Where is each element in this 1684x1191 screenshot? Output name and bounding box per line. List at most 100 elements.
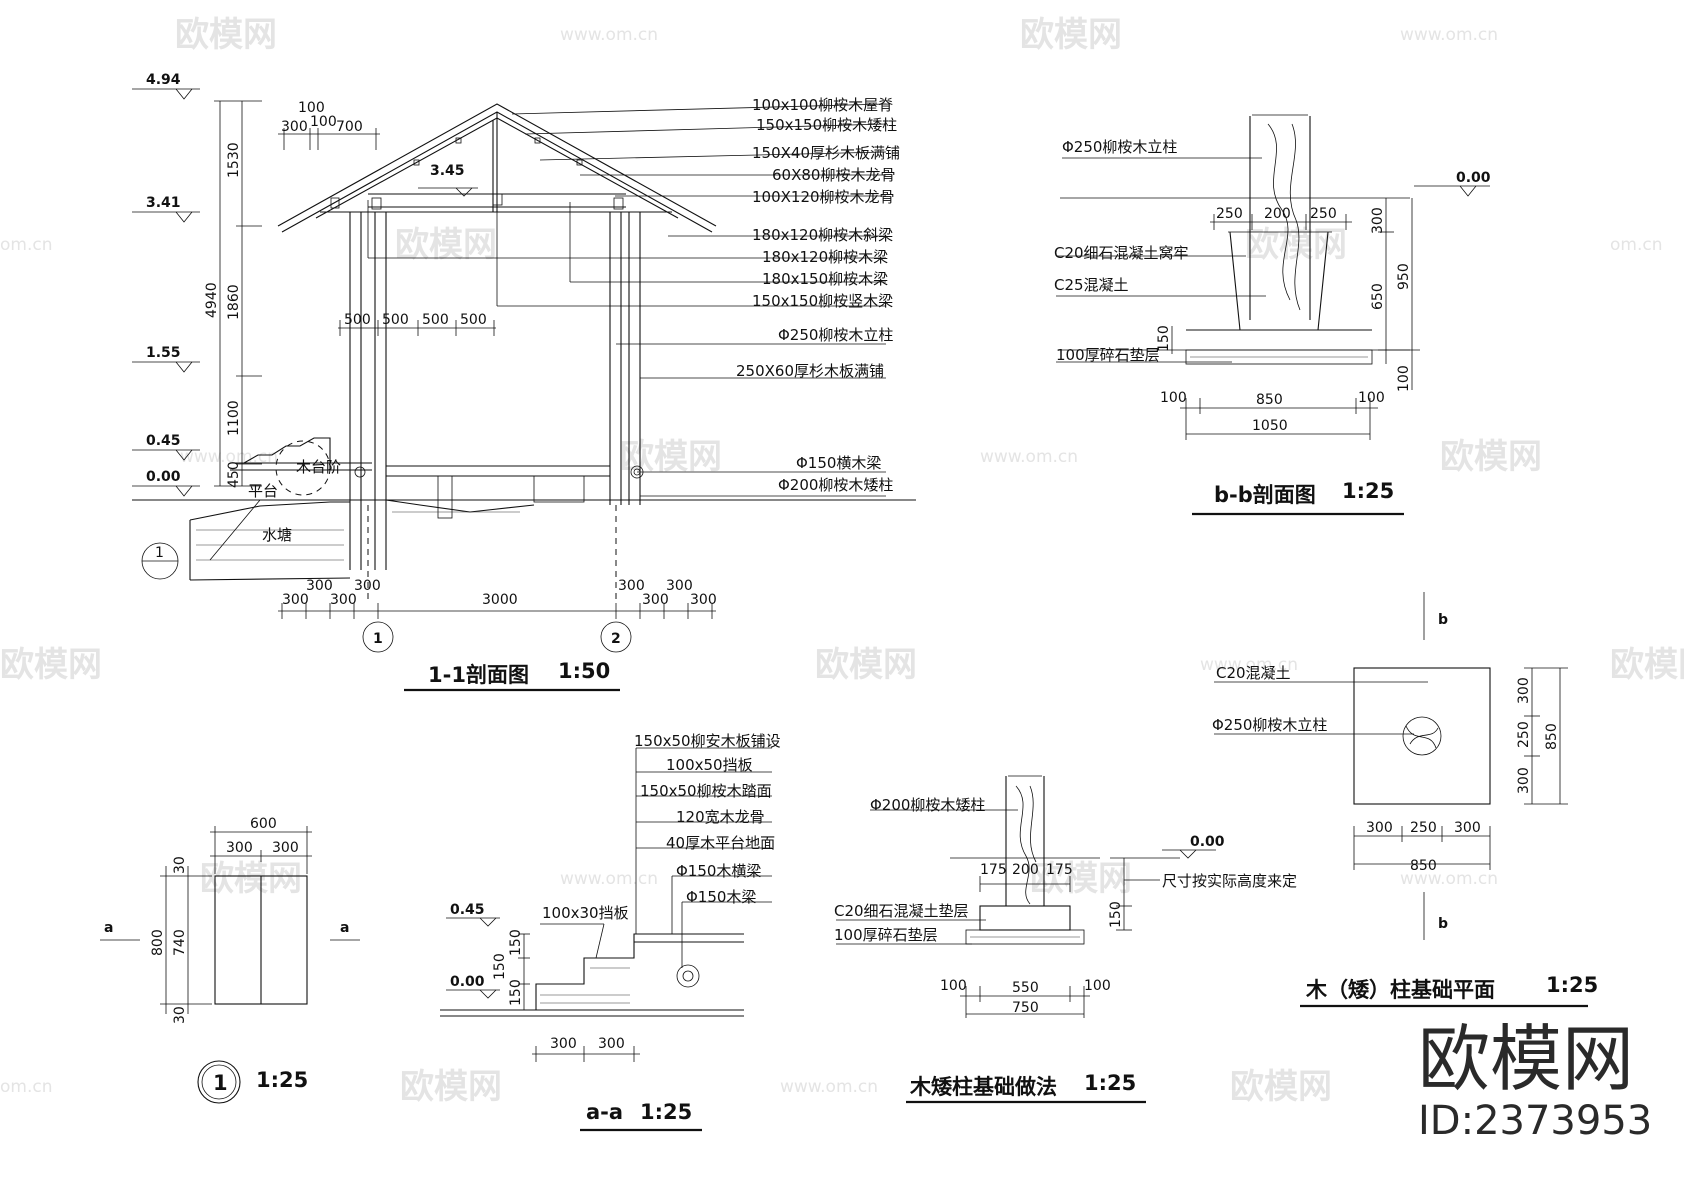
dim-300: 300 bbox=[306, 578, 333, 594]
note-short-column-200: Φ200柳桉木矮柱 bbox=[778, 476, 893, 494]
dim-plan-v250: 250 bbox=[1516, 721, 1532, 748]
note-pier-gravel: 100厚碎石垫层 bbox=[834, 926, 938, 944]
note-joist-100x120: 100X120柳桉木龙骨 bbox=[752, 188, 895, 206]
title-pier-foundation: 木矮柱基础做法 bbox=[909, 1075, 1057, 1099]
note-fir-floor: 250X60厚杉木板满铺 bbox=[736, 362, 884, 380]
watermark-url: om.cn bbox=[0, 1077, 53, 1097]
watermark-brand: 欧模网 bbox=[815, 645, 917, 685]
note-pier-height: 尺寸按实际高度来定 bbox=[1162, 872, 1297, 890]
note-column-250: Φ250柳桉木立柱 bbox=[778, 326, 893, 344]
dim-bb-100: 100 bbox=[1396, 365, 1412, 392]
dim-bb-300: 300 bbox=[1370, 207, 1386, 234]
level-1-55: 1.55 bbox=[146, 345, 181, 361]
note-bb-c20: C20细石混凝土窝牢 bbox=[1054, 244, 1189, 262]
level-3-45: 3.45 bbox=[430, 163, 465, 179]
dim-bb-850: 850 bbox=[1256, 392, 1283, 408]
bottom-dimensions: 300 300 300 300 3000 300 300 300 300 bbox=[278, 578, 717, 619]
top-dimensions: 100 300 100 700 bbox=[278, 100, 380, 150]
dim-pier-200: 200 bbox=[1012, 862, 1039, 878]
dim-3000: 3000 bbox=[482, 592, 518, 608]
label-platform: 平台 bbox=[248, 482, 278, 500]
section-mark-a-right: a bbox=[340, 920, 349, 936]
dim-pier-175: 175 bbox=[980, 862, 1007, 878]
axis-1: 1 bbox=[373, 631, 383, 647]
note-aa-joist: 120宽木龙骨 bbox=[676, 808, 765, 826]
dim-bb-250: 250 bbox=[1216, 206, 1243, 222]
dim-300: 300 bbox=[666, 578, 693, 594]
section-b-b: 0.00 250 200 250 300 650 950 100 150 bbox=[1054, 114, 1491, 516]
section-mark-b-bottom: b bbox=[1438, 916, 1448, 932]
dim-bb-150: 150 bbox=[1156, 325, 1172, 352]
watermark-brand: 欧模网 bbox=[1230, 1067, 1332, 1107]
watermark-brand: 欧模网 bbox=[395, 225, 497, 265]
note-pier-column: Φ200柳桉木矮柱 bbox=[870, 796, 985, 814]
title-column-foundation-plan: 木（矮）柱基础平面 bbox=[1305, 978, 1495, 1002]
brand-id: ID:2373953 bbox=[1418, 1098, 1652, 1144]
dim-aa-300: 300 bbox=[550, 1036, 577, 1052]
dim-100: 100 bbox=[310, 114, 337, 130]
dim-300: 300 bbox=[618, 578, 645, 594]
dim-detail-300: 300 bbox=[272, 840, 299, 856]
axis-2: 2 bbox=[611, 631, 621, 647]
title-scale: 1:25 bbox=[1084, 1071, 1136, 1095]
note-ridge: 100x100柳桉木屋脊 bbox=[752, 96, 893, 114]
watermark-brand: 欧模网 bbox=[620, 437, 722, 477]
dim-pier-100-right: 100 bbox=[1084, 978, 1111, 994]
vertical-dimensions: 1530 1860 1100 4940 450 bbox=[204, 100, 262, 488]
dim-300: 300 bbox=[642, 592, 669, 608]
title-scale: 1:25 bbox=[1342, 479, 1394, 503]
dim-aa-300: 300 bbox=[598, 1036, 625, 1052]
watermark-brand: 欧模网 bbox=[0, 645, 102, 685]
dim-detail-600: 600 bbox=[250, 816, 277, 832]
note-joist-60x80: 60X80柳桉木龙骨 bbox=[772, 166, 895, 184]
note-cross-beam: Φ150横木梁 bbox=[796, 454, 881, 472]
brand-logo: 欧模网 ID:2373953 bbox=[1418, 1017, 1652, 1144]
section-mark-a-left: a bbox=[104, 920, 113, 936]
level-aa-0-45: 0.45 bbox=[450, 902, 485, 918]
level-pier-0-00: 0.00 bbox=[1190, 834, 1225, 850]
dim-bb-650: 650 bbox=[1370, 283, 1386, 310]
dim-450: 450 bbox=[226, 461, 242, 488]
note-bb-gravel: 100厚碎石垫层 bbox=[1056, 346, 1160, 364]
watermark-brand: 欧模网 bbox=[1020, 15, 1122, 55]
title-scale: 1:25 bbox=[640, 1100, 692, 1124]
watermark-brand: 欧模网 bbox=[1030, 859, 1132, 899]
callouts-1-1: 100x100柳桉木屋脊 150x150柳桉木矮柱 150X40厚杉木板满铺 6… bbox=[367, 96, 900, 497]
label-wood-steps: 木台阶 bbox=[296, 458, 341, 476]
dim-plan-h850: 850 bbox=[1410, 858, 1437, 874]
note-aa-platform: 40厚木平台地面 bbox=[666, 834, 775, 852]
note-aa-board: 150x50柳安木板铺设 bbox=[634, 732, 781, 750]
watermark-brand: 欧模网 bbox=[400, 1067, 502, 1107]
dim-4940: 4940 bbox=[204, 282, 220, 318]
dim-detail-300: 300 bbox=[226, 840, 253, 856]
note-aa-riser: 100x30挡板 bbox=[542, 904, 629, 922]
level-bb-0-00: 0.00 bbox=[1456, 170, 1491, 186]
note-plan-c20: C20混凝土 bbox=[1216, 664, 1291, 682]
watermark-brand: 欧模网 bbox=[1610, 645, 1684, 685]
section-mark-b-top: b bbox=[1438, 612, 1448, 628]
dim-top-100: 100 bbox=[298, 100, 325, 116]
dim-plan-h250: 250 bbox=[1410, 820, 1437, 836]
dim-300: 300 bbox=[281, 119, 308, 135]
level-0-45: 0.45 bbox=[146, 433, 181, 449]
axis-markers: 1 2 bbox=[362, 621, 632, 653]
note-aa-fascia: 100x50挡板 bbox=[666, 756, 753, 774]
note-aa-tread: 150x50柳桉木踏面 bbox=[640, 782, 772, 800]
dim-bb-200: 200 bbox=[1264, 206, 1291, 222]
dim-plan-v300: 300 bbox=[1516, 677, 1532, 704]
dim-500: 500 bbox=[422, 312, 449, 328]
ground-and-pond: 平台 木台阶 水塘 bbox=[132, 437, 916, 581]
watermark-url: om.cn bbox=[0, 235, 53, 255]
dim-pier-150: 150 bbox=[1108, 901, 1124, 928]
detail-1-scale: 1:25 bbox=[256, 1068, 308, 1092]
title-1-1: 1-1剖面图 1:50 bbox=[404, 659, 620, 692]
watermark-url: www.om.cn bbox=[560, 25, 658, 45]
dim-300: 300 bbox=[282, 592, 309, 608]
watermark-url: www.om.cn bbox=[980, 447, 1078, 467]
roof bbox=[277, 103, 717, 233]
watermark-url: www.om.cn bbox=[780, 1077, 878, 1097]
detail-mark-1: 1 bbox=[141, 542, 179, 580]
title-section-b-b: b-b剖面图 bbox=[1214, 483, 1316, 507]
dim-aa-150: 150 bbox=[492, 953, 508, 980]
note-short-post: 150x150柳桉木矮柱 bbox=[756, 116, 897, 134]
